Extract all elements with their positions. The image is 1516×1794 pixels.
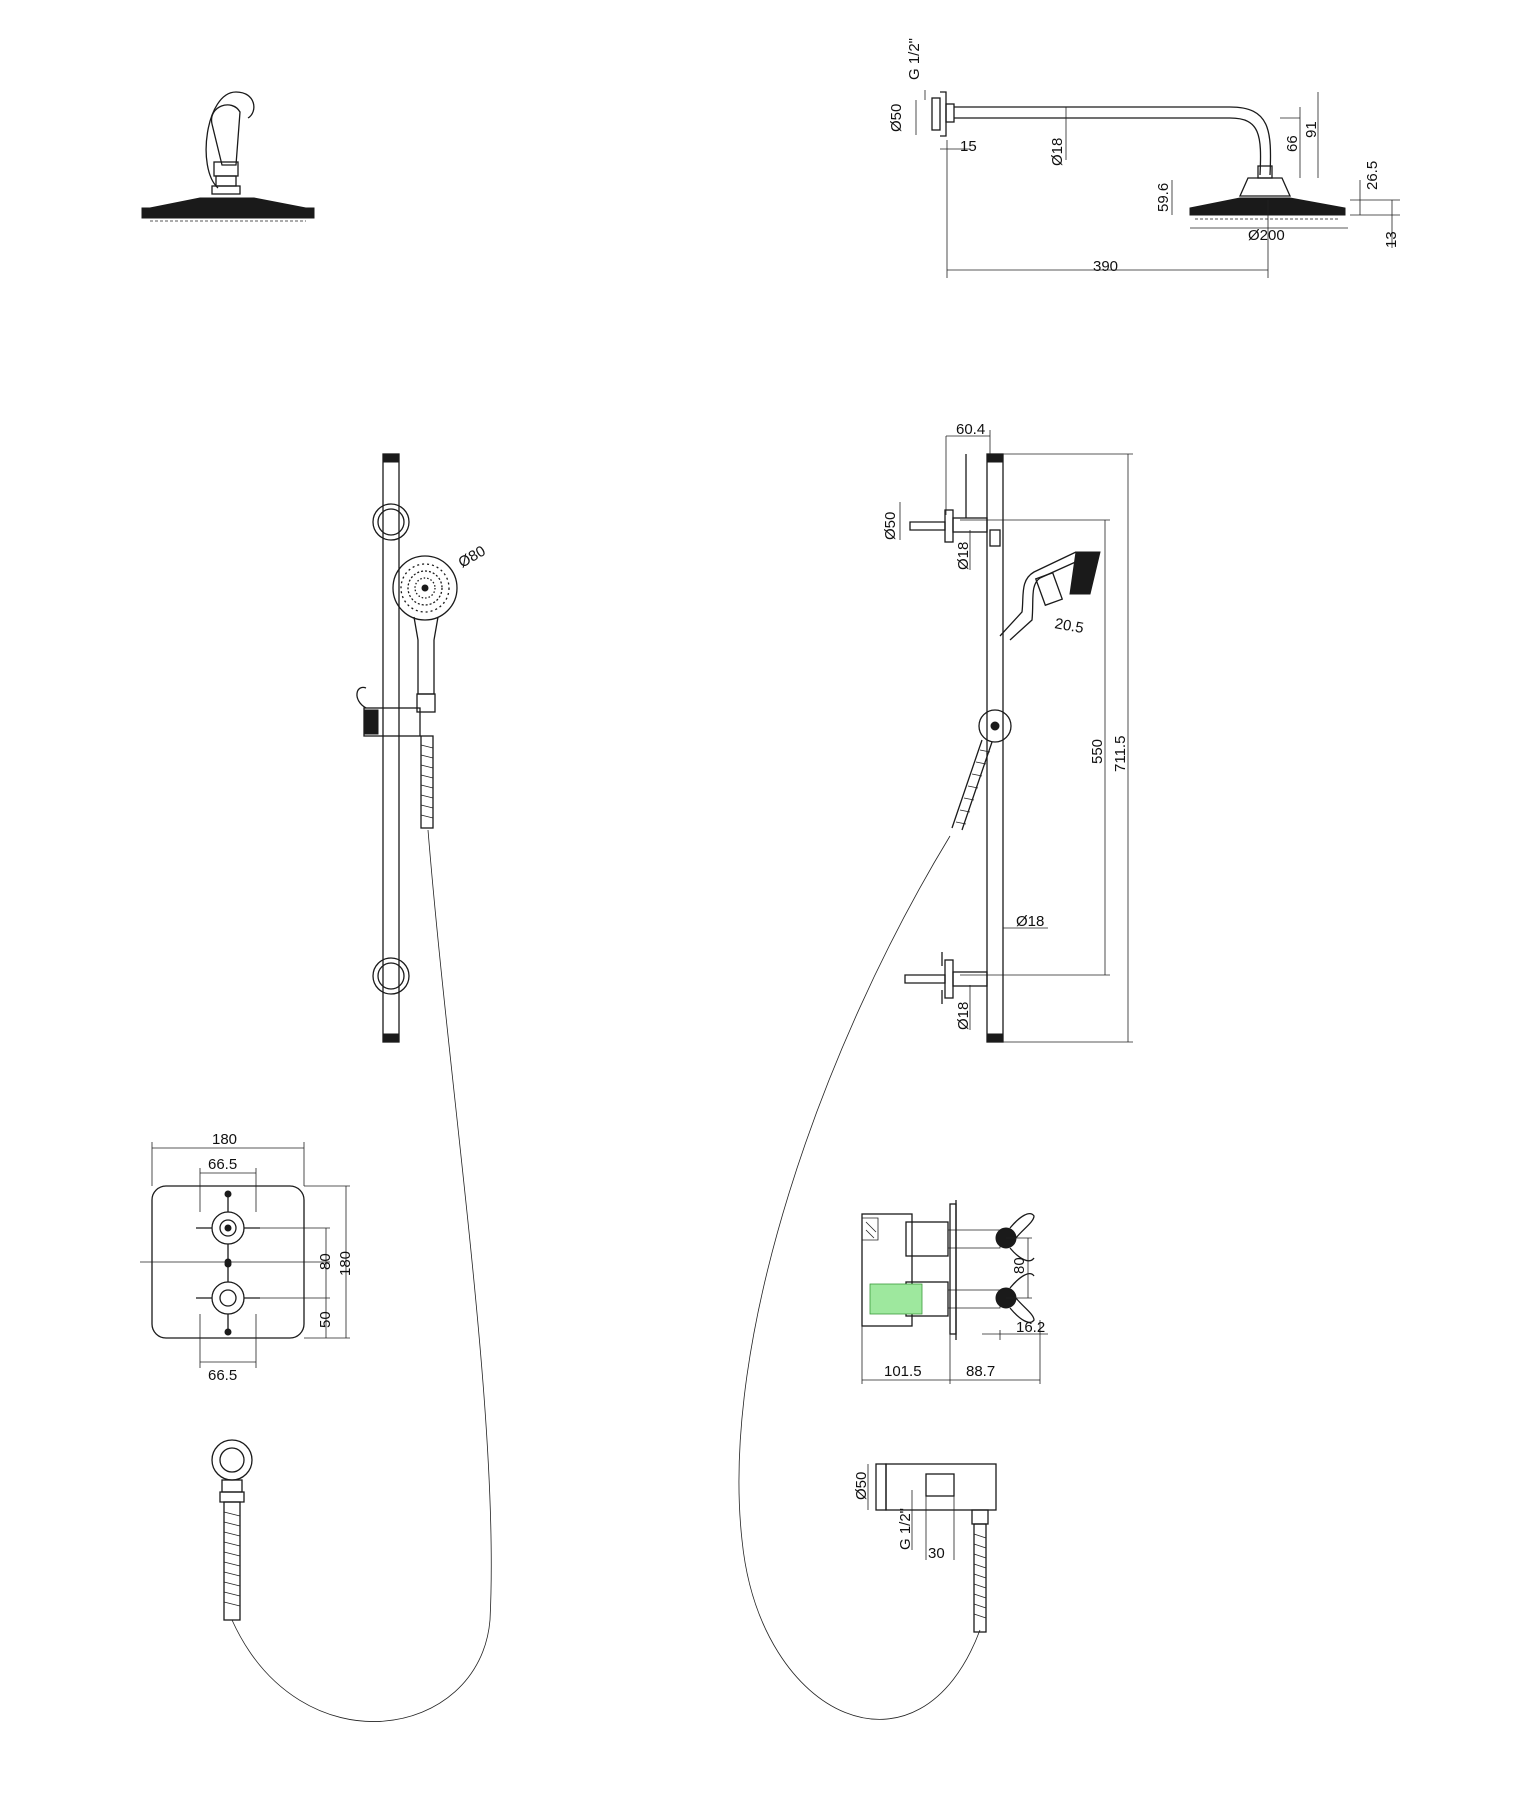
dim-head-dia: Ø200 [1248, 227, 1285, 244]
dim-outlet-thread: G 1/2" [897, 1508, 914, 1550]
dim-overall-length: 711.5 [1112, 736, 1129, 772]
dim-handset-dia: Ø80 [456, 543, 489, 572]
dim-lower-offset: 50 [317, 1311, 334, 1328]
dim-bracket-tube-top: Ø18 [955, 542, 972, 570]
dim-thread-top: G 1/2" [906, 38, 923, 80]
dim-handle-spacing-bottom: 66.5 [208, 1367, 237, 1384]
dim-bracket-tube-bottom: Ø18 [955, 1002, 972, 1030]
dim-arm-drop-a: 66 [1284, 135, 1301, 152]
dim-outlet-depth: 30 [928, 1545, 945, 1562]
dim-head-height: 59.6 [1155, 183, 1172, 212]
wall-outlet-side-view [867, 1463, 997, 1633]
wall-outlet-front-view [211, 1439, 253, 1621]
dim-handle-spacing-top: 66.5 [208, 1156, 237, 1173]
valve-side-section [861, 1200, 1048, 1384]
dim-rail-dia: Ø18 [1016, 913, 1044, 930]
dim-flange-dia-top: Ø50 [888, 104, 905, 132]
dim-handle-dia: 20.5 [1053, 615, 1085, 637]
dim-valve-nut: 16.2 [1016, 1319, 1045, 1336]
slide-rail-side-view [738, 430, 1133, 1720]
dim-arm-dia: Ø18 [1049, 138, 1066, 166]
dim-head-thickness: 13 [1383, 231, 1400, 248]
dim-bracket-dia: Ø50 [882, 512, 899, 540]
dim-flange-depth: 15 [960, 138, 977, 155]
dim-handle-projection: 88.7 [966, 1363, 995, 1380]
shower-head-side-view [915, 90, 1400, 278]
shower-head-front-view [141, 91, 315, 222]
valve-front-view [140, 1142, 350, 1368]
slide-rail-front-view [231, 453, 492, 1722]
dim-top-offset: 60.4 [956, 421, 985, 438]
dim-plate-height: 180 [337, 1251, 354, 1276]
dim-valve-handle-distance: 80 [1011, 1257, 1028, 1274]
dim-head-top: 26.5 [1364, 161, 1381, 190]
dim-center-distance: 80 [317, 1253, 334, 1270]
dim-body-depth: 101.5 [884, 1363, 922, 1380]
dim-bracket-spacing: 550 [1089, 739, 1106, 764]
dim-projection: 390 [1093, 258, 1118, 275]
dim-outlet-flange-dia: Ø50 [853, 1472, 870, 1500]
dim-arm-drop-b: 91 [1303, 121, 1320, 138]
dim-plate-width: 180 [212, 1131, 237, 1148]
